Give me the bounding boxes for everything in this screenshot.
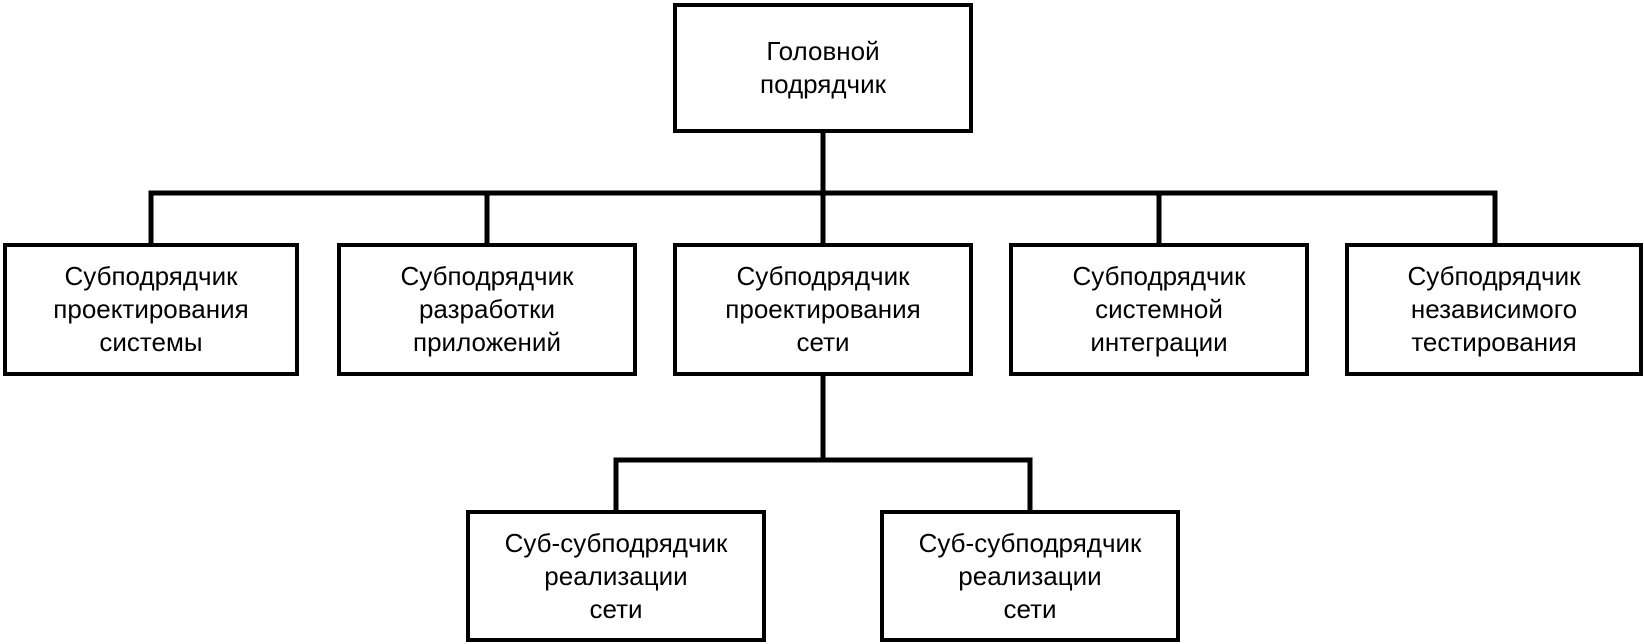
node-independent-testing-subcontractor: Субподрядчик независимого тестирования bbox=[1345, 243, 1643, 376]
node-network-implementation-subsubcontractor-2: Суб-субподрядчик реализации сети bbox=[880, 510, 1180, 642]
node-app-development-subcontractor: Субподрядчик разработки приложений bbox=[337, 243, 637, 376]
node-head-contractor-label: Головной подрядчик bbox=[759, 36, 886, 99]
node-app-development-subcontractor-label: Субподрядчик разработки приложений bbox=[400, 261, 574, 357]
node-network-implementation-subsubcontractor-1: Суб-субподрядчик реализации сети bbox=[466, 510, 766, 642]
node-system-integration-subcontractor: Субподрядчик системной интеграции bbox=[1009, 243, 1309, 376]
node-network-design-subcontractor: Субподрядчик проектирования сети bbox=[673, 243, 973, 376]
node-network-design-subcontractor-label: Субподрядчик проектирования сети bbox=[725, 261, 921, 357]
node-system-design-subcontractor-label: Субподрядчик проектирования системы bbox=[53, 261, 249, 357]
node-network-implementation-subsubcontractor-2-label: Суб-субподрядчик реализации сети bbox=[918, 527, 1142, 624]
node-independent-testing-subcontractor-label: Субподрядчик независимого тестирования bbox=[1407, 261, 1581, 357]
node-system-integration-subcontractor-label: Субподрядчик системной интеграции bbox=[1072, 261, 1246, 357]
node-system-design-subcontractor: Субподрядчик проектирования системы bbox=[3, 243, 299, 376]
node-network-implementation-subsubcontractor-1-label: Суб-субподрядчик реализации сети bbox=[504, 527, 728, 624]
node-head-contractor: Головной подрядчик bbox=[673, 3, 973, 133]
